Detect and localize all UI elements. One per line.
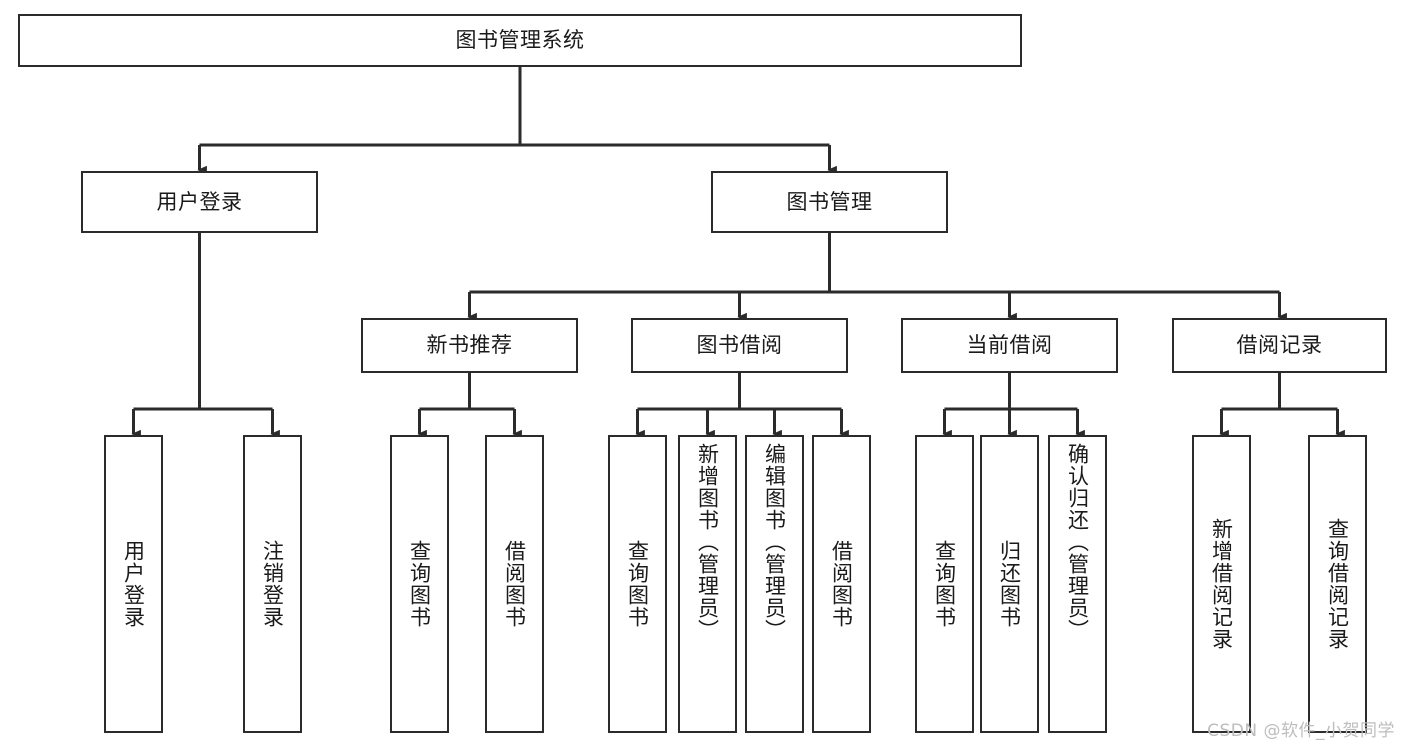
node-label: 归还图书	[997, 540, 1022, 628]
node-leaf-user-login[interactable]: 用户登录	[104, 435, 163, 733]
node-label: 借阅图书	[502, 540, 527, 628]
node-leaf-query-book-3[interactable]: 查询图书	[915, 435, 974, 733]
node-label: 当前借阅	[966, 333, 1053, 358]
node-label: 查询图书	[932, 540, 957, 628]
node-label: 图书借阅	[696, 333, 783, 358]
node-current-borrow[interactable]: 当前借阅	[901, 318, 1118, 373]
node-label: 图书管理	[786, 189, 873, 214]
node-label: 查询借阅记录	[1325, 518, 1350, 650]
node-label: 编辑图书（管理员）	[762, 443, 787, 641]
node-label: 图书管理系统	[455, 28, 585, 53]
node-label: 借阅图书	[829, 540, 854, 628]
node-label: 用户登录	[156, 189, 243, 214]
node-leaf-query-record[interactable]: 查询借阅记录	[1308, 435, 1367, 733]
node-borrow-record[interactable]: 借阅记录	[1172, 318, 1387, 373]
node-label: 查询图书	[625, 540, 650, 628]
node-leaf-add-record[interactable]: 新增借阅记录	[1192, 435, 1251, 733]
node-leaf-add-book[interactable]: 新增图书（管理员）	[678, 435, 737, 733]
node-user-login[interactable]: 用户登录	[81, 171, 318, 233]
node-leaf-confirm-return[interactable]: 确认归还（管理员）	[1048, 435, 1107, 733]
node-leaf-edit-book[interactable]: 编辑图书（管理员）	[745, 435, 804, 733]
node-leaf-query-book-2[interactable]: 查询图书	[608, 435, 667, 733]
node-leaf-borrow-book-1[interactable]: 借阅图书	[485, 435, 544, 733]
node-leaf-user-logout[interactable]: 注销登录	[243, 435, 302, 733]
node-label: 用户登录	[121, 540, 146, 628]
node-label: 新增借阅记录	[1209, 518, 1234, 650]
node-leaf-borrow-book-2[interactable]: 借阅图书	[812, 435, 871, 733]
watermark: CSDN @软件_小贺同学	[1207, 721, 1395, 741]
node-leaf-query-book-1[interactable]: 查询图书	[390, 435, 449, 733]
node-book-borrow[interactable]: 图书借阅	[631, 318, 848, 373]
node-leaf-return-book[interactable]: 归还图书	[980, 435, 1039, 733]
node-label: 查询图书	[407, 540, 432, 628]
node-label: 新书推荐	[426, 333, 513, 358]
node-new-book-rec[interactable]: 新书推荐	[361, 318, 578, 373]
node-label: 注销登录	[260, 540, 285, 628]
node-label: 新增图书（管理员）	[695, 443, 720, 641]
node-label: 确认归还（管理员）	[1065, 443, 1090, 641]
node-book-manage[interactable]: 图书管理	[711, 171, 948, 233]
node-root[interactable]: 图书管理系统	[18, 14, 1022, 67]
node-label: 借阅记录	[1236, 333, 1323, 358]
